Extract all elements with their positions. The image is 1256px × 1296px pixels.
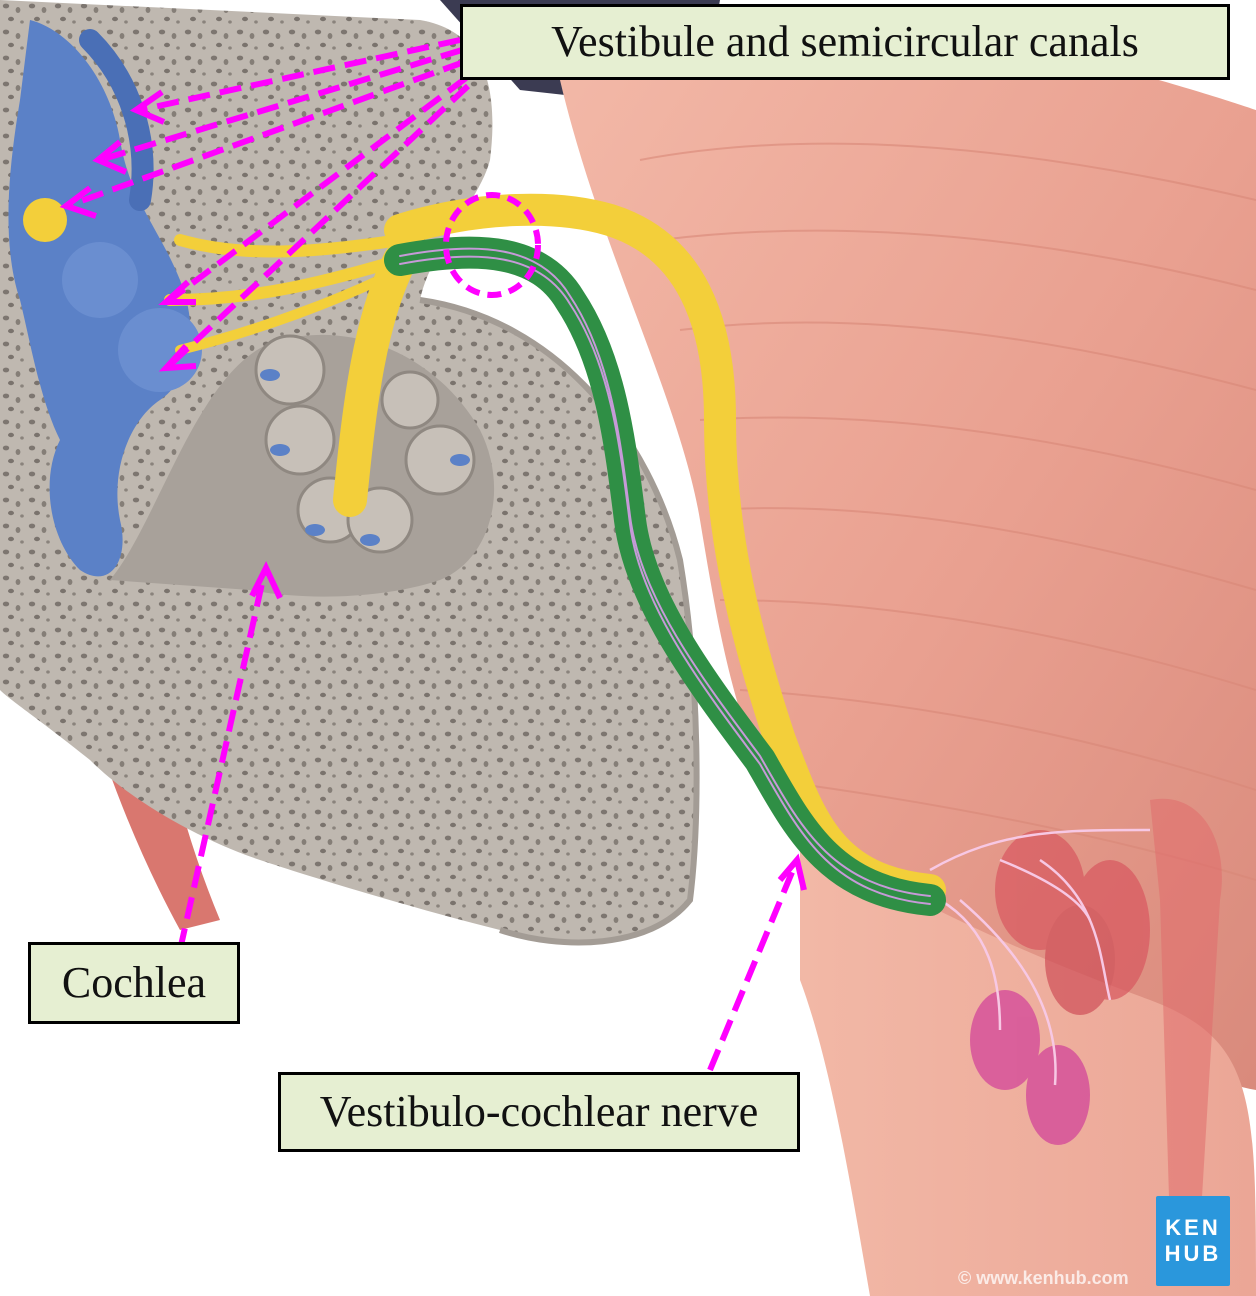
label-cochlea: Cochlea xyxy=(28,942,240,1024)
label-vestibule-semicircular-canals: Vestibule and semicircular canals xyxy=(460,4,1230,80)
watermark-text: © www.kenhub.com xyxy=(958,1268,1129,1289)
logo-line-1: KEN xyxy=(1165,1215,1220,1241)
kenhub-logo: KEN HUB xyxy=(1156,1196,1230,1286)
logo-line-2: HUB xyxy=(1165,1241,1222,1267)
label-vestibulocochlear-nerve: Vestibulo-cochlear nerve xyxy=(278,1072,800,1152)
